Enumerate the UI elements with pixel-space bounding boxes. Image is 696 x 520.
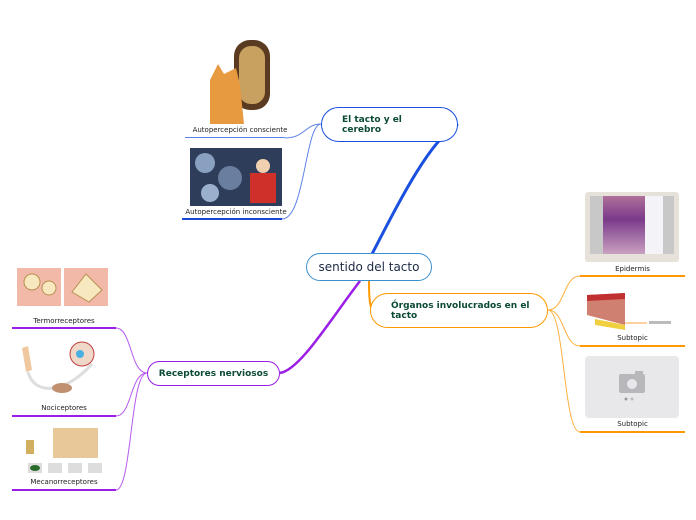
topic-label: Receptores nerviosos [158, 368, 269, 379]
termorreceptores-image [14, 262, 110, 312]
leaf-underline [12, 327, 116, 329]
topic-organos-involucrados[interactable]: Órganos involucrados en el tacto [370, 293, 548, 328]
leaf-termorreceptores[interactable]: Termorreceptores [33, 317, 95, 325]
topic-label: Órganos involucrados en el tacto [391, 300, 530, 321]
skin-layers-image [585, 285, 675, 330]
leaf-underline [182, 218, 282, 220]
central-topic[interactable]: sentido del tacto [306, 253, 432, 281]
leaf-autopercepcion-inconsciente[interactable]: Autopercepción inconsciente [185, 208, 287, 216]
leaf-subtopic[interactable]: Subtopic [617, 420, 648, 428]
central-topic-label: sentido del tacto [318, 260, 420, 274]
nociceptores-image [14, 340, 110, 400]
leaf-underline [185, 137, 285, 138]
camera-icon [619, 371, 645, 401]
leaf-underline [580, 431, 685, 433]
topic-el-tacto-y-el-cerebro[interactable]: El tacto y el cerebro [321, 107, 458, 142]
leaf-autopercepcion-consciente[interactable]: Autopercepción consciente [192, 126, 288, 134]
topic-receptores-nerviosos[interactable]: Receptores nerviosos [147, 361, 280, 386]
leaf-epidermis[interactable]: Epidermis [615, 265, 650, 273]
leaf-underline [580, 345, 685, 347]
leaf-underline [12, 415, 116, 417]
leaf-subtopic[interactable]: Subtopic [617, 334, 648, 342]
leaf-underline [12, 489, 116, 491]
leaf-mecanorreceptores[interactable]: Mecanorreceptores [30, 478, 98, 486]
mecanorreceptores-image [18, 425, 108, 477]
image-placeholder [585, 356, 679, 418]
leaf-nociceptores[interactable]: Nociceptores [41, 404, 87, 412]
leaf-underline [580, 275, 685, 277]
illustration-image [190, 148, 282, 206]
epidermis-image [585, 192, 679, 262]
cat-mirror-image [204, 40, 274, 124]
topic-label: El tacto y el cerebro [342, 114, 402, 135]
